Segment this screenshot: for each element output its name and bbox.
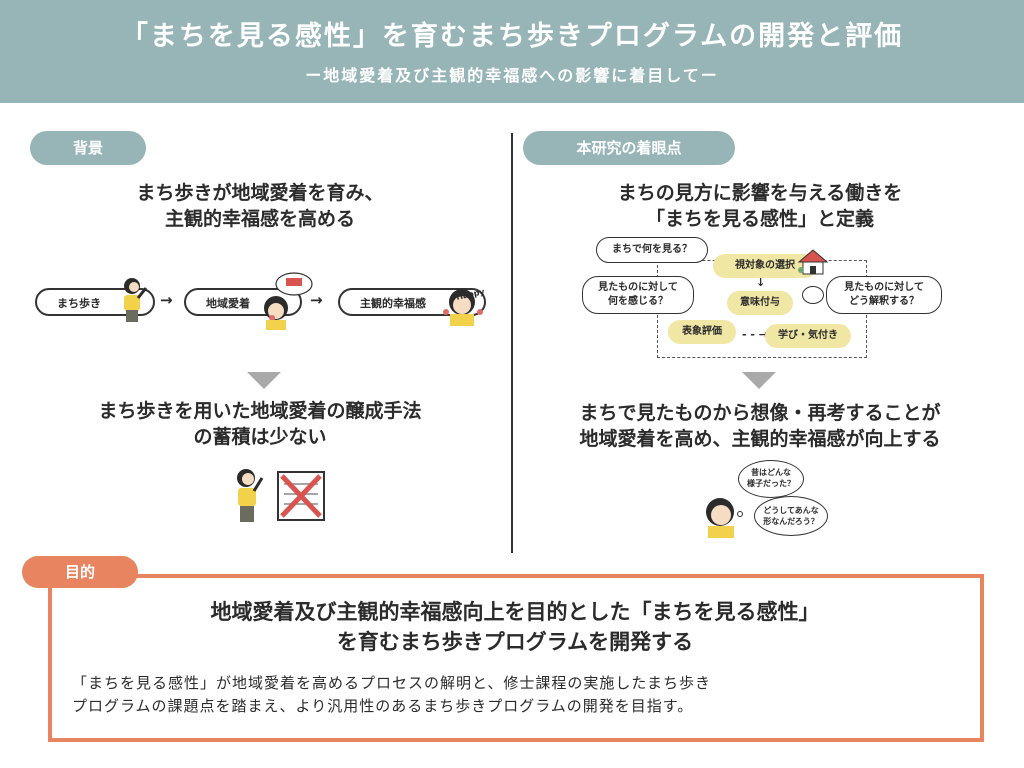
q2-line1: 見たものに対して [598,282,678,293]
focus-conclusion: まちで見たものから想像・再考することが 地域愛着を高め、主観的幸福感が向上する [520,400,1000,452]
think1-line2: 様子だった？ [747,479,795,488]
house-icon [797,249,829,275]
purpose-heading-line1: 地域愛着及び主観的幸福感向上を目的とした「まちを見る感性」 [210,600,820,624]
purpose-heading: 地域愛着及び主観的幸福感向上を目的とした「まちを見る感性」 を育むまち歩きプログ… [60,597,970,657]
crossed-document-icon [277,471,325,521]
background-heading: まち歩きが地域愛着を育み、 主観的幸福感を高める [50,180,470,232]
node-object-selection: 視対象の選択 [713,254,817,278]
background-conclusion-line2: の蓄積は少ない [193,426,327,448]
question-bubble-what-feel: 見たものに対して 何を感じる？ [582,276,694,314]
thought-bubble-past: 昔はどんな 様子だった？ [738,460,804,498]
background-heading-line1: まち歩きが地域愛着を育み、 [136,182,384,204]
down-triangle-icon [742,372,776,389]
question-bubble-what-to-see: まちで何を見る？ [596,237,708,263]
walker-figure-icon [124,278,148,322]
purpose-body: 「まちを見る感性」が地域愛着を高めるプロセスの解明と、修士課程の実施したまち歩き… [72,672,972,718]
q2-line2: 何を感じる？ [608,296,668,307]
node-learning-awareness: 学び・気付き [765,324,851,348]
walker-figure-icon [237,469,264,522]
background-conclusion: まち歩きを用いた地域愛着の醸成手法 の蓄積は少ない [40,398,480,450]
focus-conclusion-line2: 地域愛着を高め、主観的幸福感が向上する [579,428,941,450]
focus-heading-line1: まちの見方に影響を与える働きを [617,182,903,204]
purpose-heading-line2: を育むまち歩きプログラムを開発する [336,630,694,654]
thinking-girl-icon [706,498,743,538]
header-banner [0,0,1024,103]
page-title: 「まちを見る感性」を育むまち歩きプログラムの開発と評価 [120,21,904,52]
thought-bubble-shape: どうしてあんな 形なんだろう？ [754,496,828,536]
happy-girl-icon [443,289,483,326]
section-divider [511,133,513,553]
purpose-body-line2: プログラムの課題点を踏まえ、より汎用性のあるまち歩きプログラムの開発を目指す。 [72,697,694,715]
down-arrow-icon: ↓ [756,276,766,289]
down-triangle-icon [247,372,281,389]
question-bubble-how-interpret: 見たものに対して どう解釈する？ [826,276,942,314]
purpose-box [48,574,984,742]
thought-cloud-icon [802,286,824,304]
node-meaning-assignment: 意味付与 [727,291,793,315]
think2-line2: 形なんだろう？ [763,517,819,526]
background-conclusion-line1: まち歩きを用いた地域愛着の醸成手法 [98,400,422,422]
think2-line1: どうしてあんな [763,506,819,515]
flow-arrow-icon: → [310,291,323,309]
attached-girl-icon [264,272,313,330]
page-subtitle: ー地域愛着及び主観的幸福感への影響に着目してー [305,66,719,85]
purpose-label: 目的 [22,556,138,588]
focus-heading-line2: 「まちを見る感性」と定義 [645,208,874,230]
q3-line2: どう解釈する？ [849,296,919,307]
focus-label: 本研究の着眼点 [523,131,735,165]
background-label: 背景 [30,131,146,165]
q3-line1: 見たものに対して [844,282,924,293]
focus-conclusion-line1: まちで見たものから想像・再考することが [579,402,941,424]
node-representation-eval: 表象評価 [668,320,736,344]
think1-line1: 昔はどんな [751,468,791,477]
background-heading-line2: 主観的幸福感を高める [164,208,355,230]
flow-arrow-icon: → [160,291,173,309]
dashed-right-arrow-icon: - - → [742,328,769,341]
focus-heading: まちの見方に影響を与える働きを 「まちを見る感性」と定義 [530,180,990,232]
purpose-body-line1: 「まちを見る感性」が地域愛着を高めるプロセスの解明と、修士課程の実施したまち歩き [72,674,711,692]
